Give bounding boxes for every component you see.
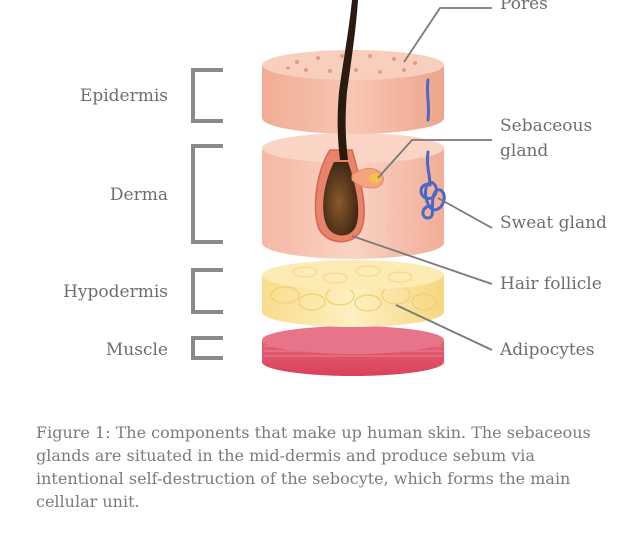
hair-follicle: [314, 149, 365, 243]
callout-sweat-gland: Sweat gland: [500, 213, 607, 233]
hypodermis-layer: [262, 260, 444, 327]
muscle-layer: [262, 326, 444, 376]
callout-adipocytes: Adipocytes: [499, 340, 594, 360]
callout-pores: Pores: [500, 0, 548, 14]
leader-sweat-gland: [437, 197, 493, 229]
leader-hair-follicle: [351, 235, 493, 285]
label-hypodermis: Hypodermis: [63, 282, 168, 302]
callout-sebaceous-line1: Sebaceous: [500, 116, 592, 136]
skin-diagram: Epidermis Derma Hypodermis Muscle Pores …: [63, 0, 607, 376]
label-derma: Derma: [110, 185, 168, 205]
bracket-derma: [191, 144, 223, 244]
bracket-muscle: [191, 336, 223, 360]
leader-pores: [403, 7, 492, 63]
epidermis-layer: [262, 50, 444, 134]
figure-caption: Figure 1: The components that make up hu…: [36, 423, 591, 511]
leader-lines: [351, 7, 493, 351]
sebaceous-gland: [351, 167, 384, 189]
bracket-hypodermis: [191, 268, 223, 314]
label-muscle: Muscle: [106, 340, 168, 360]
callout-hair-follicle: Hair follicle: [500, 274, 602, 294]
pore-dots: [286, 54, 417, 74]
bracket-epidermis: [191, 68, 223, 123]
leader-sebaceous: [377, 139, 492, 179]
hair-shaft: [337, 0, 358, 160]
sweat-gland: [419, 78, 446, 220]
label-epidermis: Epidermis: [80, 86, 168, 106]
leader-adipocytes: [395, 304, 493, 351]
callout-sebaceous-line2: gland: [500, 141, 548, 161]
layer-brackets: [191, 68, 223, 360]
